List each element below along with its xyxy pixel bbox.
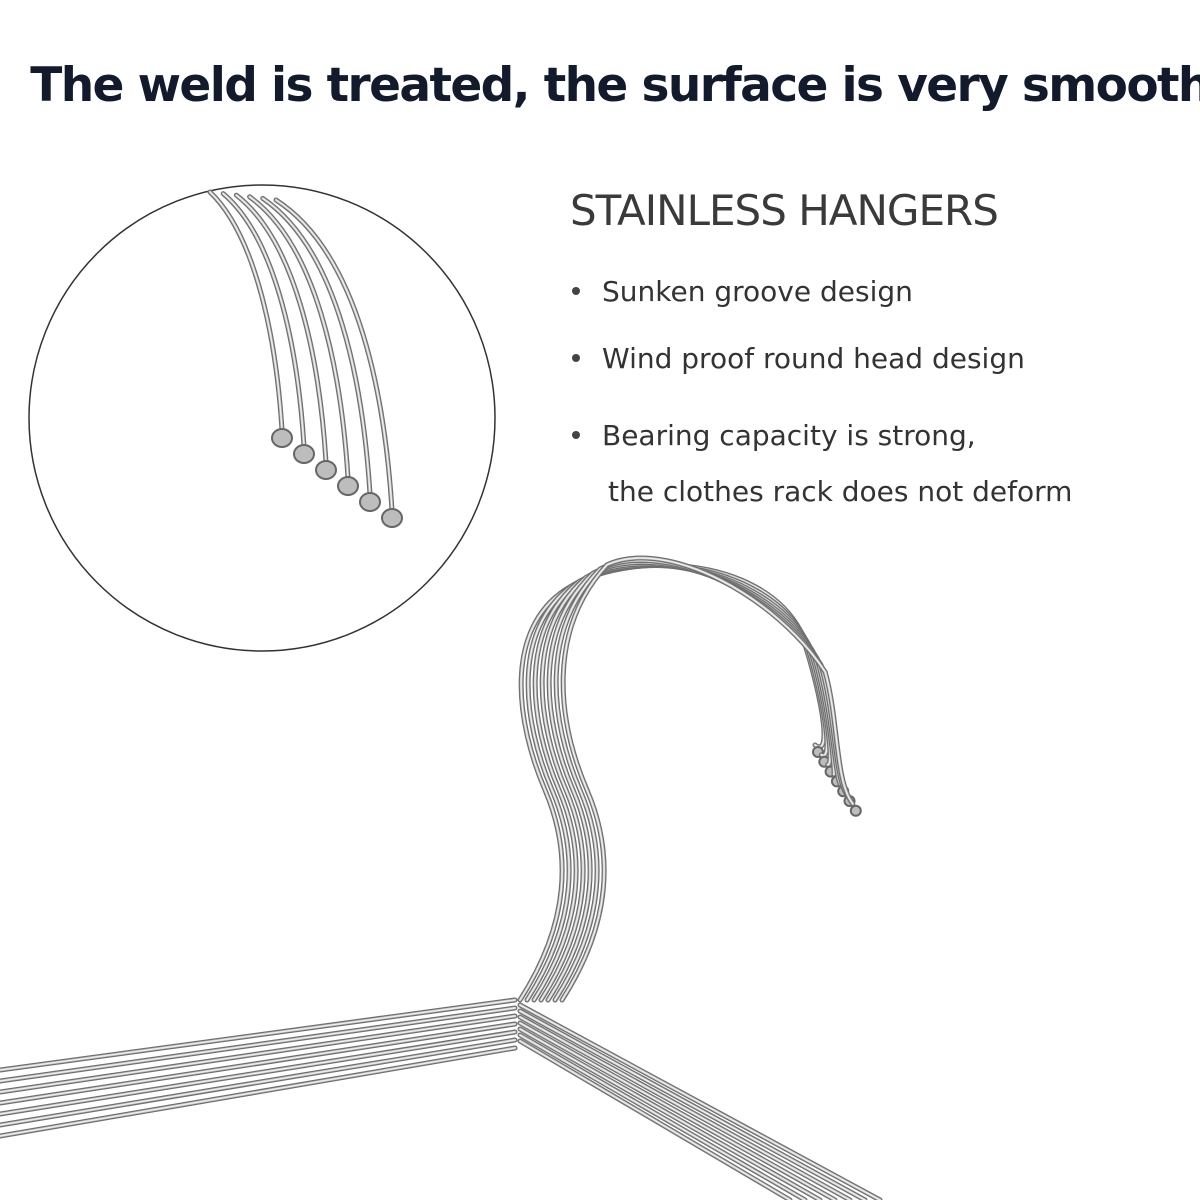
hanger-hook (554, 560, 847, 1001)
hanger-tips-closeup (207, 189, 403, 528)
hanger-hook (561, 557, 854, 1001)
hanger-left-arm (0, 1007, 516, 1082)
feature-text: Wind proof round head design (602, 342, 1025, 375)
hanger-wire (235, 194, 327, 463)
hanger-left-arm (0, 1039, 516, 1126)
hanger-right-arm (519, 1016, 851, 1200)
feature-text: Bearing capacity is strong, (602, 419, 976, 452)
hanger-right-arm (519, 1028, 821, 1200)
bullet-icon (572, 287, 580, 295)
round-head-tip (359, 492, 381, 512)
hanger-left-arm (0, 1023, 516, 1104)
zoom-detail-circle (28, 184, 496, 652)
feature-item: Sunken groove design (572, 264, 913, 320)
hanger-left-arm (0, 1015, 516, 1093)
feature-text: Sunken groove design (602, 275, 913, 308)
round-head-tip (337, 476, 359, 496)
bullet-icon (572, 431, 580, 439)
hanger-wire (247, 194, 351, 481)
hanger-hook (559, 555, 856, 1003)
round-head-tip (293, 444, 315, 464)
hanger-wire (208, 190, 284, 432)
hanger-right-arm (519, 1040, 791, 1200)
hanger-left-arm (0, 1031, 516, 1115)
feature-item: Wind proof round head design (572, 331, 1025, 387)
hanger-wire (260, 195, 373, 497)
round-head-tip (849, 804, 862, 817)
hanger-wire (207, 189, 285, 433)
feature-text-continued: the clothes rack does not deform (608, 475, 1073, 508)
hanger-left-arm (0, 999, 516, 1071)
hanger-hooks (517, 555, 862, 1003)
hanger-wire (261, 197, 372, 496)
hanger-right-arm (519, 1034, 806, 1200)
hanger-wire (262, 197, 371, 495)
hanger-wire (275, 199, 393, 511)
hanger-wire (249, 196, 349, 479)
hanger-wire (222, 193, 305, 447)
headline: The weld is treated, the surface is very… (30, 58, 1200, 113)
hanger-right-arm (519, 1010, 866, 1200)
hanger-wire (248, 195, 350, 480)
hanger-hook (560, 556, 855, 1002)
hanger-right-arm (519, 1022, 836, 1200)
feature-item: Bearing capacity is strong, the clothes r… (572, 408, 1072, 520)
round-head-tip (381, 508, 403, 528)
hanger-hook (553, 559, 848, 1002)
hanger-wire (209, 191, 283, 431)
bullet-icon (572, 354, 580, 362)
hanger-hook (552, 558, 849, 1003)
subtitle: STAINLESS HANGERS (570, 186, 999, 235)
hanger-arms (0, 997, 883, 1200)
hanger-right-arm (519, 1004, 881, 1200)
round-head-tip (315, 460, 337, 480)
round-head-tip (271, 428, 293, 448)
hanger-left-arm (0, 1047, 516, 1137)
